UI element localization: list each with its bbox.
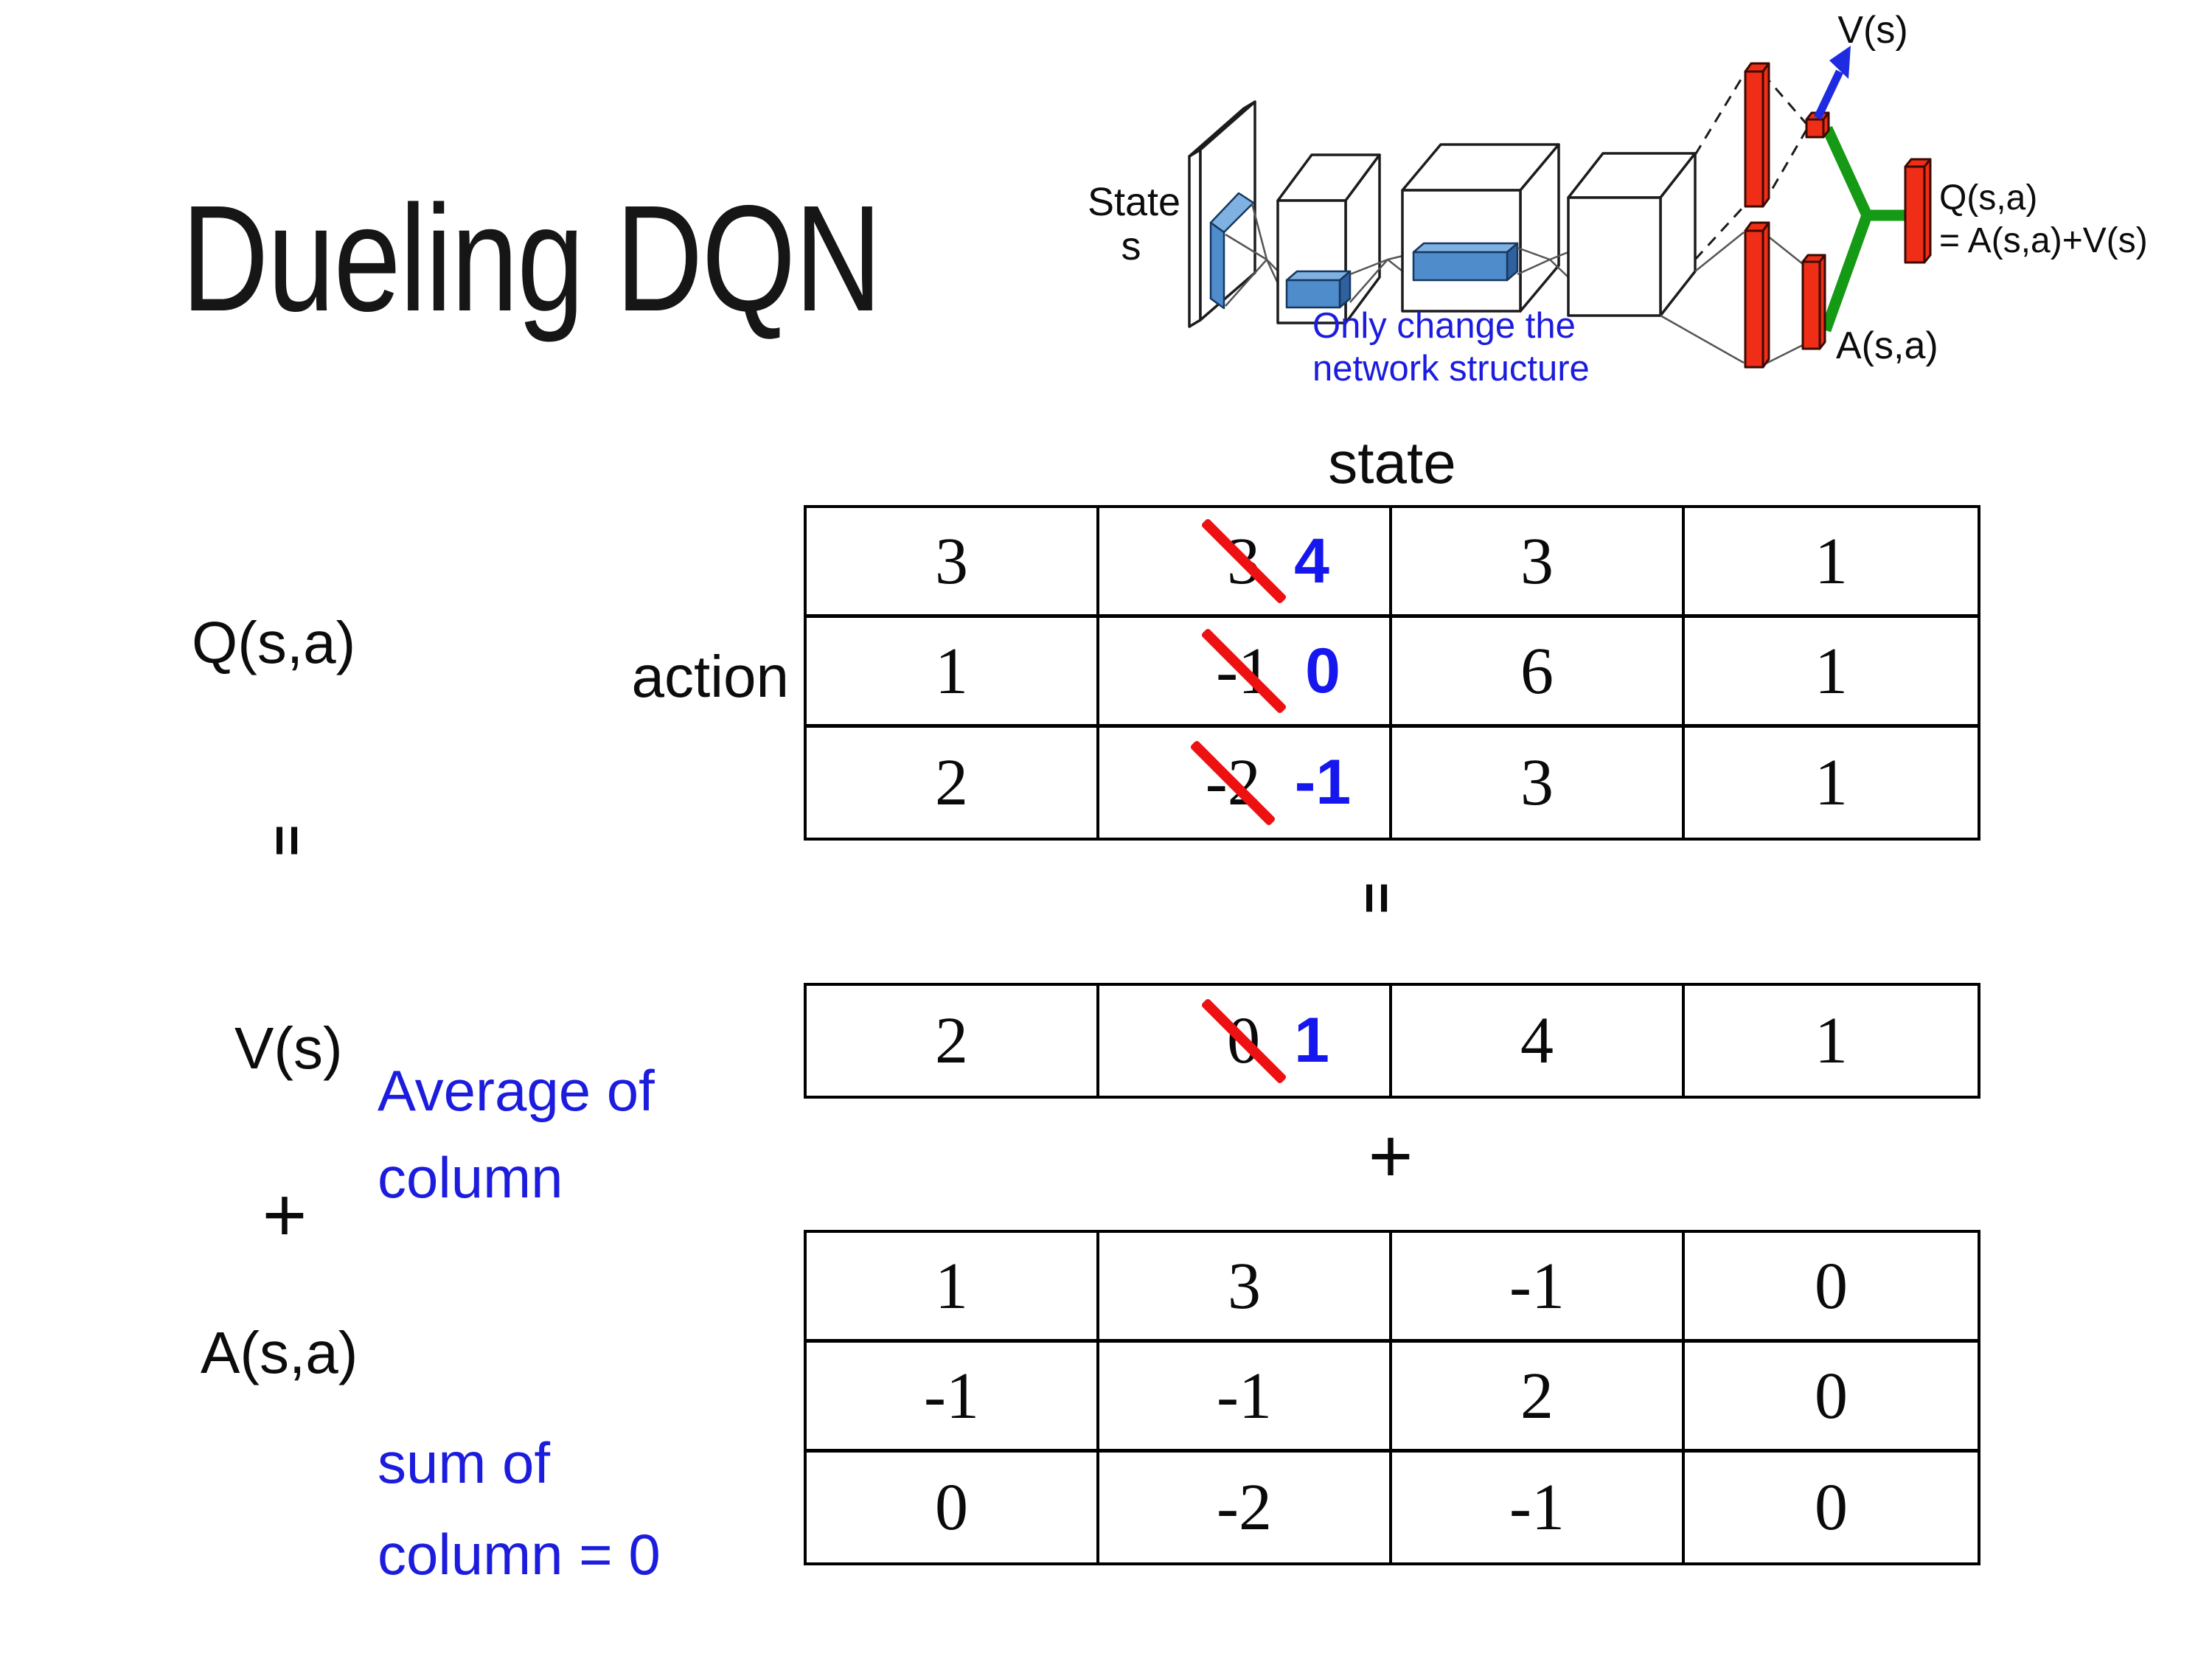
- plus-left: +: [262, 1172, 307, 1258]
- diagram-q-label: Q(s,a): [1939, 178, 2037, 218]
- q-table-cell-corrected: -2 -1: [1099, 728, 1392, 838]
- old-value: 3: [1227, 524, 1261, 598]
- sum-note: sum of column = 0: [378, 1417, 661, 1600]
- a-table-cell: 0: [1815, 1471, 1848, 1544]
- q-table-cell-corrected: 3 4: [1099, 508, 1392, 618]
- advantage-vector-node: [1801, 254, 1826, 350]
- a-table-cell: 2: [1392, 1343, 1685, 1453]
- a-table-cell: 0: [1685, 1233, 1978, 1343]
- equals-rotated-left: =: [257, 824, 319, 857]
- a-table: 1 3 -1 0 -1 -1 2 0 0 -2 -1 0: [804, 1230, 1980, 1565]
- diagram-state-label: State: [1088, 180, 1180, 224]
- average-note-line1: Average of: [378, 1058, 655, 1123]
- a-table-cell: -2: [1099, 1453, 1392, 1562]
- conv-box: [1401, 143, 1560, 313]
- v-table-cell: 1: [1815, 1004, 1848, 1077]
- average-note: Average of column: [378, 1047, 655, 1221]
- old-value: 0: [1227, 1004, 1261, 1077]
- plus-center: +: [1368, 1113, 1413, 1199]
- new-value: 4: [1294, 525, 1329, 597]
- diagram-caption-line1: Only change the: [1312, 306, 1576, 346]
- state-header: state: [1328, 430, 1456, 495]
- a-table-cell: 0: [807, 1453, 1099, 1562]
- q-table-cell: 3: [807, 508, 1099, 618]
- a-table-cell: 0: [1685, 1343, 1978, 1453]
- v-table-cell: 2: [807, 986, 1099, 1096]
- combine-link-v: [1822, 125, 1905, 221]
- a-table-cell: -1: [1099, 1343, 1392, 1453]
- action-label: action: [631, 644, 789, 709]
- conv-box: [1276, 153, 1381, 324]
- v-table: 2 0 1 4 1: [804, 983, 1980, 1099]
- combine-link-a: [1820, 213, 1873, 333]
- new-value: 1: [1294, 1005, 1329, 1076]
- diagram-caption-line2: network structure: [1312, 349, 1590, 389]
- a-table-cell: -1: [807, 1343, 1099, 1453]
- v-of-s-label: V(s): [234, 1015, 343, 1081]
- q-table-cell: 1: [1685, 618, 1978, 728]
- q-table-cell: 3: [1392, 728, 1685, 838]
- conv-feature-bar: [1285, 270, 1352, 309]
- a-of-s-a-label: A(s,a): [201, 1320, 358, 1385]
- q-table-cell: 3: [1392, 508, 1685, 618]
- conv-box: [1567, 152, 1697, 317]
- average-note-line2: column: [378, 1145, 563, 1210]
- q-table-cell: 2: [807, 728, 1099, 838]
- old-value: -1: [1216, 634, 1272, 708]
- q-table-cell: 1: [1685, 508, 1978, 618]
- page-title: Dueling DQN: [181, 174, 882, 343]
- v-arrow-icon: [1814, 46, 1851, 120]
- diagram-a-label: A(s,a): [1836, 324, 1938, 367]
- new-value: 0: [1305, 635, 1340, 706]
- advantage-fc-bar: [1744, 221, 1770, 369]
- q-table-cell: 6: [1392, 618, 1685, 728]
- v-table-cell: 4: [1392, 986, 1685, 1096]
- diagram-state-s-label: s: [1121, 224, 1141, 268]
- q-output-bar: [1904, 158, 1932, 264]
- conv-filter-icon: [1209, 192, 1255, 310]
- v-table-cell-corrected: 0 1: [1099, 986, 1392, 1096]
- conv-feature-bar: [1412, 242, 1519, 282]
- q-table-cell: 1: [807, 618, 1099, 728]
- q-table: 3 3 4 3 1 1 -1 0 6 1 2 -2 -1 3 1: [804, 505, 1980, 841]
- value-fc-bar: [1744, 62, 1770, 208]
- sum-note-line2: column = 0: [378, 1522, 661, 1587]
- q-table-cell-corrected: -1 0: [1099, 618, 1392, 728]
- a-table-cell: -1: [1392, 1453, 1685, 1562]
- a-table-cell: 3: [1099, 1233, 1392, 1343]
- old-value: -2: [1205, 746, 1261, 819]
- sum-note-line1: sum of: [378, 1430, 551, 1495]
- a-table-cell: 1: [807, 1233, 1099, 1343]
- diagram-q-equation-label: = A(s,a)+V(s): [1939, 221, 2148, 260]
- diagram-v-label: V(s): [1837, 9, 1907, 52]
- a-table-cell: -1: [1392, 1233, 1685, 1343]
- new-value: -1: [1294, 747, 1352, 818]
- network-diagram: State s V(s) Q(s,a) = A(s,a)+V(s) A(s,a)…: [1088, 9, 2148, 389]
- equals-rotated-center: =: [1347, 882, 1408, 914]
- q-of-s-a-label: Q(s,a): [192, 610, 356, 675]
- q-table-cell: 1: [1815, 746, 1848, 819]
